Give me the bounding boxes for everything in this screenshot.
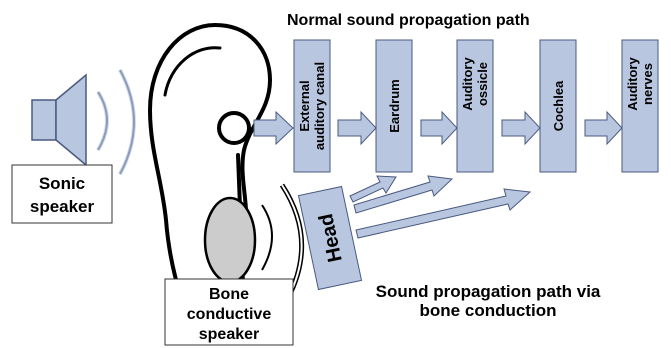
- path-box-ossicle: Auditory ossicle: [457, 40, 493, 172]
- sonic-speaker-line2: speaker: [30, 197, 95, 216]
- path-box-label: nerves: [640, 63, 655, 105]
- bone-path-title-line2: bone conduction: [420, 301, 557, 320]
- speaker-icon: [32, 75, 86, 165]
- sonic-speaker-label-box: Sonic speaker: [12, 165, 112, 223]
- path-box-cochlea: Cochlea: [540, 40, 576, 172]
- path-box-label: ossicle: [475, 62, 490, 106]
- bone-path-title-line1: Sound propagation path via: [376, 282, 601, 301]
- bone-speaker-label-box: Bone conductive speaker: [165, 279, 293, 345]
- head-box: Head: [299, 186, 362, 289]
- arrow-canal-to-eardrum: [338, 112, 376, 144]
- path-box-label: auditory canal: [312, 62, 327, 150]
- path-box-external-canal: External auditory canal: [294, 40, 330, 172]
- path-box-eardrum: Eardrum: [376, 40, 412, 172]
- normal-path-title: Normal sound propagation path: [287, 12, 530, 29]
- path-box-label: Auditory: [460, 57, 475, 111]
- path-box-label: Auditory: [625, 57, 640, 111]
- sound-wave-icon: [98, 70, 134, 174]
- sonic-speaker-line1: Sonic: [39, 174, 85, 193]
- bone-speaker-line2: conductive: [187, 306, 272, 323]
- ear-canal-icon: [219, 113, 249, 143]
- bone-speaker-line3: speaker: [199, 326, 260, 343]
- path-box-label: External: [297, 80, 312, 131]
- path-box-nerves: Auditory nerves: [622, 40, 658, 172]
- arrow-ossicle-to-cochlea: [502, 112, 540, 144]
- bone-speaker-line1: Bone: [209, 286, 249, 303]
- arrow-cochlea-to-nerves: [585, 112, 622, 144]
- arrow-eardrum-to-ossicle: [421, 112, 457, 144]
- bone-speaker-icon: [205, 198, 255, 282]
- path-box-label: Cochlea: [551, 80, 566, 131]
- path-box-label: Eardrum: [387, 79, 402, 132]
